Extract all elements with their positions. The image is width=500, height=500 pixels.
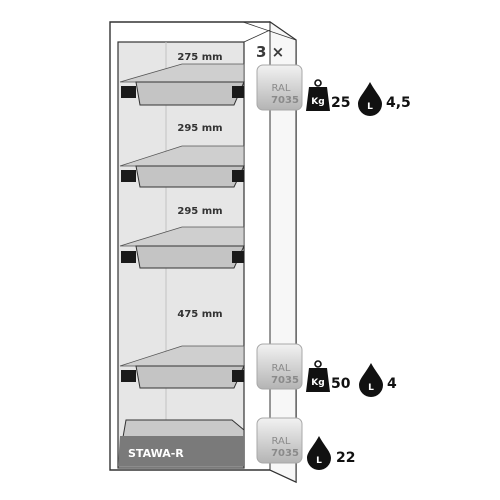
svg-text:L: L [316, 456, 322, 466]
ral-code: 7035 [271, 448, 299, 459]
tray-2: RAL 7035 [256, 343, 303, 390]
ral-code: 7035 [271, 95, 299, 106]
svg-text:Kg: Kg [311, 378, 324, 388]
droplet-icon: L [359, 363, 383, 397]
dimension-label-2: 295 mm [177, 123, 222, 134]
ral-code: 7035 [271, 375, 299, 386]
shelves-count: 3 × [256, 43, 284, 61]
volume-value-2: 4 [387, 376, 397, 392]
ral-label: RAL [272, 363, 291, 374]
shelf-2 [119, 145, 245, 188]
load-value-2: 50 [331, 376, 351, 392]
bottom-sump: STAWA-R [117, 419, 245, 467]
volume-value-1: 4,5 [386, 95, 411, 111]
shelf-1 [119, 63, 245, 106]
dimension-label-3: 295 mm [177, 206, 222, 217]
weight-icon: Kg [306, 360, 330, 392]
droplet-icon: L [307, 436, 331, 470]
shelf-4 [119, 345, 245, 389]
tray-3: RAL 7035 [256, 417, 303, 464]
tray-1: RAL 7035 [256, 64, 303, 111]
weight-icon: Kg [306, 79, 330, 111]
dimension-label-1: 275 mm [177, 52, 222, 63]
droplet-icon: L [358, 82, 382, 116]
model-label: STAWA-R [128, 447, 184, 460]
ral-label: RAL [272, 83, 291, 94]
svg-text:L: L [368, 383, 374, 393]
load-value-1: 25 [331, 95, 350, 111]
shelf-3 [119, 226, 245, 269]
svg-text:L: L [367, 102, 373, 112]
volume-value-3: 22 [336, 450, 355, 466]
ral-label: RAL [272, 436, 291, 447]
svg-text:Kg: Kg [311, 97, 324, 107]
dimension-label-4: 475 mm [177, 309, 222, 320]
